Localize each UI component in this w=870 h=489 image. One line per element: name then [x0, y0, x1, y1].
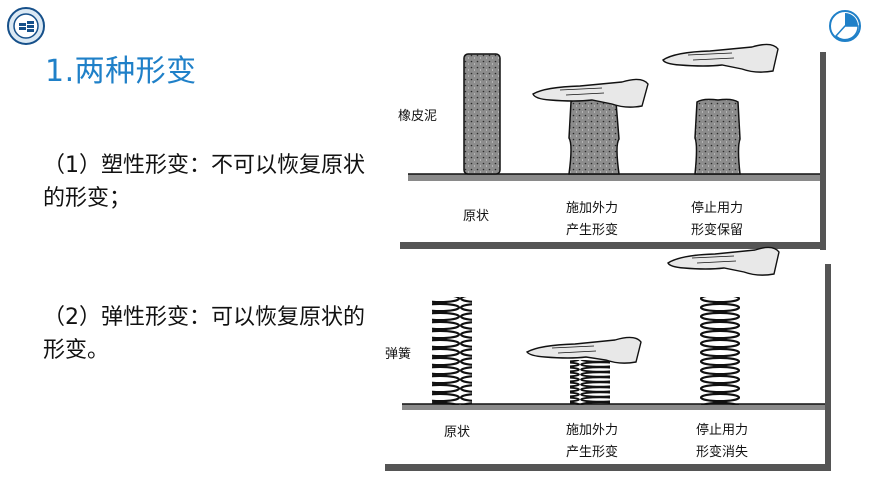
plasticine-stage3-label-1: 停止用力 — [691, 200, 743, 216]
plasticine-stage1-label: 原状 — [463, 209, 489, 224]
spring-label: 弹簧 — [385, 346, 411, 362]
spring-stage3-label-1: 停止用力 — [696, 422, 748, 438]
hand-pressing-spring-icon — [525, 336, 642, 364]
plasticine-panel: 橡皮泥 原状 施加外力 产生形变 停止用力 形变保留 — [398, 43, 826, 250]
spring-compressed — [570, 360, 610, 405]
deformation-illustration: 橡皮泥 原状 施加外力 产生形变 停止用力 形变保留 弹簧 — [385, 43, 831, 471]
hand-lifted-icon — [662, 43, 779, 73]
spring-original — [432, 297, 472, 405]
hand-pressing-icon — [532, 78, 649, 108]
plasticine-stage3-label-2: 形变保留 — [691, 222, 743, 238]
spring-restored — [700, 297, 740, 405]
elastic-deformation-text: （2）弹性形变：可以恢复原状的形变。 — [43, 305, 365, 363]
coins-logo-icon — [7, 7, 45, 45]
spring-stage2-label-2: 产生形变 — [566, 444, 618, 460]
clay-column-compressed — [568, 97, 620, 175]
clay-column-original — [463, 53, 501, 175]
spring-stage1-label: 原状 — [444, 425, 470, 440]
plasticine-label: 橡皮泥 — [398, 109, 437, 124]
hand-lifted-spring-icon — [667, 246, 780, 276]
clay-column-kept — [694, 98, 741, 175]
spring-stage3-label-2: 形变消失 — [696, 444, 748, 460]
page-title: 1.两种形变 — [45, 54, 197, 89]
plasticine-stage2-label-1: 施加外力 — [566, 201, 618, 216]
plasticine-stage2-label-2: 产生形变 — [566, 222, 618, 238]
pie-chart-logo-icon — [829, 10, 861, 42]
spring-panel: 弹簧 原状 施加外力 产生形变 停止用力 形变消失 — [385, 246, 831, 471]
plastic-deformation-text: （1）塑性形变：不可以恢复原状的形变； — [43, 153, 365, 211]
spring-stage2-label-1: 施加外力 — [566, 423, 618, 438]
